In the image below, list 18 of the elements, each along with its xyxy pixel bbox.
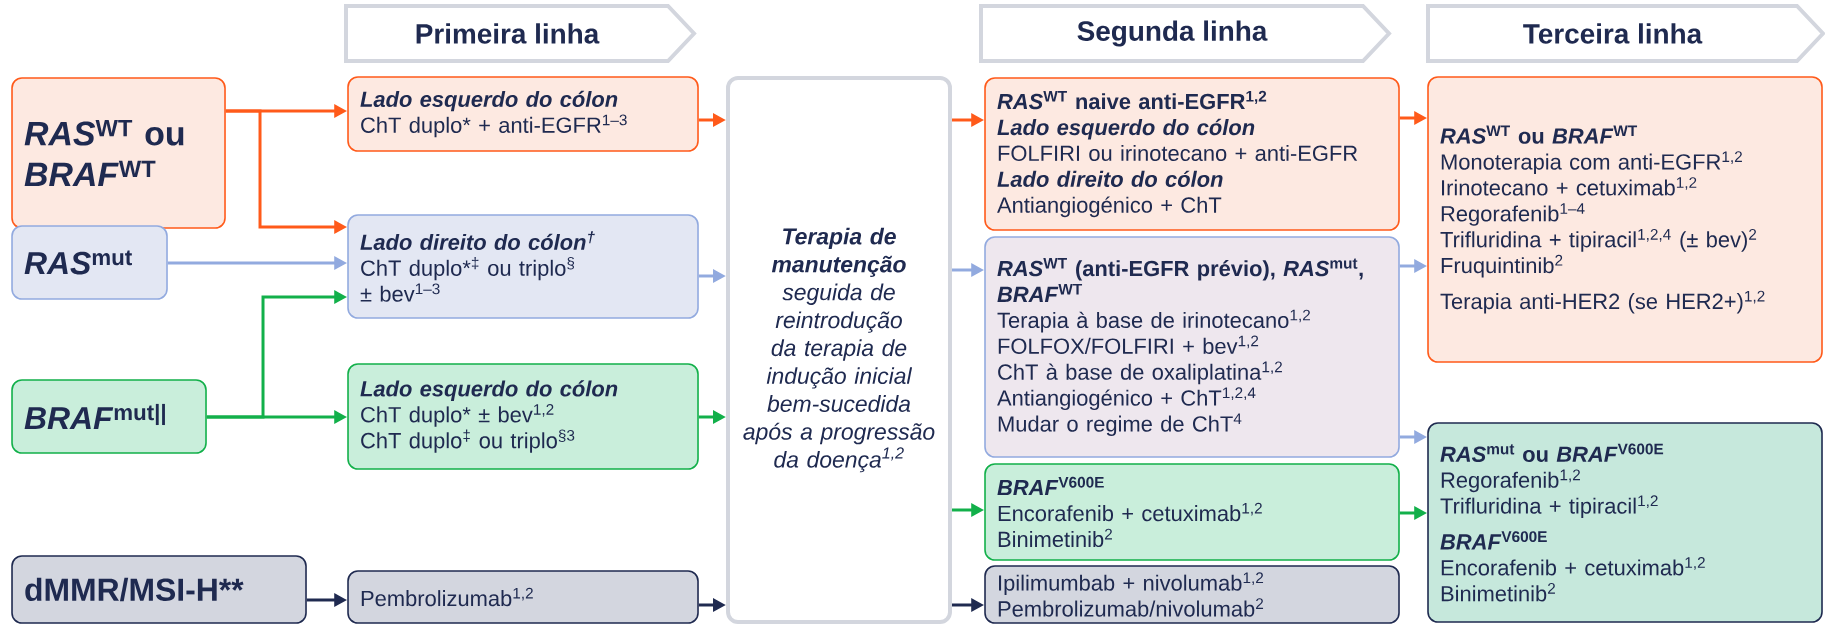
step-chevron: Primeira linha <box>344 4 697 63</box>
treatment-box: Ipilimumbab + nivolumab$^{1,2}$ Pembrolizumab/nivolumab$^{2}$ <box>984 565 1400 624</box>
step-chevron: Segunda linha <box>979 4 1392 63</box>
treatment-box: RAS$^{WT}$ ou BRAF$^{WT}$ <box>11 77 226 229</box>
treatment-box: Lado esquerdo do cólon ChT duplo* + anti-EGFR$^{1–3}$ <box>347 76 699 152</box>
treatment-box: Pembrolizumab$^{1,2}$ <box>347 570 699 624</box>
treatment-box: RAS$^{WT}$ ou BRAF$^{WT}$ Monoterapia com anti-EGFR$^{1,2}$ Irinotecano + cetuximab$^{1,2}$ Regorafenib$^{1–4}$ Trifluridina + tipiracil$^{1,2,4}$ (± bev)$^{2}$ Fruquintinib$^{2}$ Terapia anti-HER2 (se HER2+)$^{1,2}$ <box>1427 76 1823 363</box>
treatment-box: BRAF$^{V600E}$ Encorafenib + cetuximab$^{1,2}$ Binimetinib$^{2}$ <box>984 463 1400 561</box>
treatment-box: RAS$^{WT}$ (anti-EGFR prévio), RAS$^{mut}$, BRAF$^{WT}$ Terapia à base de irinotecano$^{1,2}$ FOLFOX/FOLFIRI + bev$^{1,2}$ ChT à base de oxaliplatina$^{1,2}$ Antiangiogénico + ChT$^{1,2,4}$ Mudar o regime de ChT$^{4}$ <box>984 236 1400 458</box>
treatment-box: dMMR/MSI-H** <box>11 555 307 624</box>
treatment-box: RAS$^{mut}$ ou BRAF$^{V600E}$ Regorafenib$^{1,2}$ Trifluridina + tipiracil$^{1,2}$ BRAF$^{V600E}$ Encorafenib + cetuximab$^{1,2}$ Binimetinib$^{2}$ <box>1427 422 1823 623</box>
step-chevron: Terceira linha <box>1426 4 1825 63</box>
maintenance-box: Terapia de manutenção seguida de reintrodução da terapia de indução inicial bem-sucedida após a progressão da doença$^{1,2}$ <box>726 76 952 624</box>
treatment-box: Lado direito do cólon$^{†}$ ChT duplo*$^{‡}$ ou triplo$^{§}$ ± bev$^{1–3}$ <box>347 214 699 319</box>
treatment-box: Lado esquerdo do cólon ChT duplo* ± bev$^{1,2}$ ChT duplo$^{‡}$ ou triplo$^{§3}$ <box>347 363 699 470</box>
treatment-box: BRAF$^{mut||}$ <box>11 379 207 454</box>
treatment-box: RAS$^{mut}$ <box>11 225 168 300</box>
treatment-box: RAS$^{WT}$ naive anti-EGFR$^{1,2}$ Lado esquerdo do cólon FOLFIRI ou irinotecano + anti-EGFR Lado direito do cólon Antiangiogénico + ChT <box>984 77 1400 231</box>
